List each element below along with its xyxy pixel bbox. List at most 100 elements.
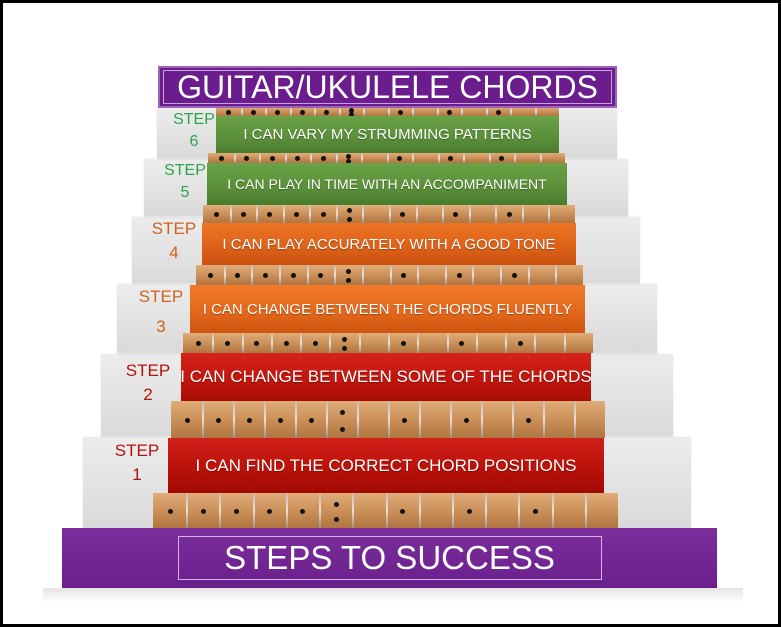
step-6-banner: I CAN VARY MY STRUMMING PATTERNS — [216, 116, 559, 153]
fret-inlay-dot — [342, 346, 347, 351]
fret-wire — [362, 205, 364, 223]
fret-wire — [186, 493, 188, 528]
fret-inlay-dot — [347, 217, 352, 222]
fret-wire — [290, 107, 292, 116]
fret-inlay-dot — [346, 269, 351, 274]
fret-wire — [417, 265, 419, 285]
fret-wire — [514, 153, 516, 163]
fret-inlay-dot — [398, 110, 403, 115]
fret-wire — [512, 401, 514, 438]
fret-inlay-dot — [278, 418, 283, 423]
fret-inlay-dot — [201, 509, 206, 514]
fret-wire — [388, 107, 390, 116]
fret-wire — [505, 333, 507, 353]
step-2-text: I CAN CHANGE BETWEEN SOME OF THE CHORDS — [180, 367, 592, 386]
step-5-banner: I CAN PLAY IN TIME WITH AN ACCOMPANIMENT — [207, 163, 567, 205]
fret-wire — [264, 401, 266, 438]
fret-inlay-dot — [214, 212, 219, 217]
fret-inlay-dot — [321, 212, 326, 217]
fret-inlay-dot — [168, 509, 173, 514]
fret-wire — [452, 493, 454, 528]
fret-wire — [447, 333, 449, 353]
fret-inlay-dot — [467, 509, 472, 514]
fret-wire — [286, 493, 288, 528]
fret-wire — [417, 333, 419, 353]
fret-wire — [363, 107, 365, 116]
step-3-label: STEP 3 — [131, 285, 191, 339]
step-1-label: STEP 1 — [107, 439, 167, 487]
fret-inlay-dot — [267, 212, 272, 217]
fret-wire — [326, 401, 328, 438]
fret-wire — [528, 265, 530, 285]
fret-inlay-dot — [294, 212, 299, 217]
fret-wire — [445, 265, 447, 285]
fret-wire — [259, 153, 261, 163]
fret-inlay-dot — [402, 418, 407, 423]
fretboard-strip-1 — [153, 493, 618, 528]
fret-inlay-dot — [512, 273, 517, 278]
fret-inlay-dot — [346, 159, 351, 163]
fret-wire — [230, 205, 232, 223]
fret-inlay-dot — [496, 110, 501, 115]
fret-inlay-dot — [342, 337, 347, 342]
step-4-banner: I CAN PLAY ACCURATELY WITH A GOOD TONE — [202, 223, 576, 265]
step-3-text: I CAN CHANGE BETWEEN THE CHORDS FLUENTLY — [202, 300, 573, 318]
fret-inlay-dot — [284, 341, 289, 346]
fret-inlay-dot — [401, 341, 406, 346]
step-6-word: STEP — [173, 111, 215, 128]
fret-inlay-dot — [208, 273, 213, 278]
step-5-label: STEP 5 — [155, 160, 215, 204]
fret-inlay-dot — [459, 341, 464, 346]
fretboard-strip-6 — [208, 153, 565, 163]
step-4-text: I CAN PLAY ACCURATELY WITH A GOOD TONE — [222, 235, 556, 253]
fret-inlay-dot — [464, 418, 469, 423]
fret-wire — [310, 153, 312, 163]
step-3-word: STEP — [138, 287, 184, 306]
fret-wire — [510, 107, 512, 116]
fret-inlay-dot — [401, 273, 406, 278]
fret-inlay-dot — [518, 341, 523, 346]
fret-wire — [419, 401, 421, 438]
fret-wire — [253, 493, 255, 528]
fret-inlay-dot — [244, 156, 249, 161]
step-3-number: 3 — [156, 317, 166, 336]
fret-inlay-dot — [340, 427, 345, 432]
fret-inlay-dot — [349, 108, 354, 113]
step-2-word: STEP — [125, 361, 171, 380]
fret-wire — [359, 333, 361, 353]
fret-wire — [495, 205, 497, 223]
step-6-label: STEP 6 — [164, 109, 224, 153]
step-2-number: 2 — [143, 385, 153, 404]
step-1-word: STEP — [114, 441, 160, 460]
fret-wire — [522, 205, 524, 223]
step-3-banner: I CAN CHANGE BETWEEN THE CHORDS FLUENTLY — [190, 285, 585, 333]
fret-inlay-dot — [457, 273, 462, 278]
fret-wire — [336, 153, 338, 163]
fret-wire — [564, 333, 566, 353]
fret-inlay-dot — [216, 418, 221, 423]
fret-inlay-dot — [270, 156, 275, 161]
fret-wire — [219, 493, 221, 528]
step-6-text: I CAN VARY MY STRUMMING PATTERNS — [243, 126, 532, 143]
fret-inlay-dot — [334, 517, 339, 522]
fret-wire — [416, 205, 418, 223]
step-1-text: I CAN FIND THE CORRECT CHORD POSITIONS — [195, 455, 577, 475]
fret-wire — [389, 205, 391, 223]
fret-wire — [300, 333, 302, 353]
base-banner: STEPS TO SUCCESS — [62, 528, 717, 588]
fret-inlay-dot — [241, 212, 246, 217]
fret-wire — [224, 265, 226, 285]
fret-wire — [548, 205, 550, 223]
fret-wire — [388, 401, 390, 438]
fret-wire — [202, 401, 204, 438]
fret-inlay-dot — [247, 418, 252, 423]
fret-wire — [543, 401, 545, 438]
fret-wire — [234, 153, 236, 163]
fret-wire — [283, 205, 285, 223]
fret-wire — [534, 333, 536, 353]
step-2-banner: I CAN CHANGE BETWEEN SOME OF THE CHORDS — [180, 353, 592, 401]
step-5-number: 5 — [180, 184, 190, 201]
fret-inlay-dot — [295, 156, 300, 161]
fretboard-strip-2 — [171, 401, 605, 438]
fret-wire — [574, 401, 576, 438]
